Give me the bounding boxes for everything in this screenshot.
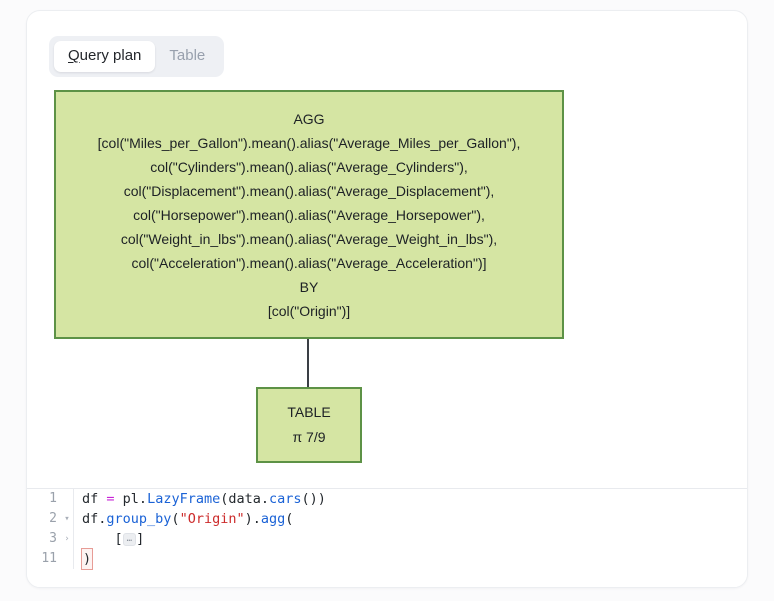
code-token-plain: . bbox=[138, 491, 148, 507]
code-token-function: cars bbox=[269, 491, 302, 507]
matching-bracket-highlight: ) bbox=[81, 548, 94, 570]
agg-expr-line-2: col("Cylinders").mean().alias("Average_C… bbox=[150, 158, 468, 175]
gutter-divider bbox=[73, 529, 74, 549]
code-token-plain: (data bbox=[220, 491, 261, 507]
code-token-operator: = bbox=[106, 491, 115, 507]
code-token-plain: . bbox=[260, 491, 269, 507]
code-text: ) bbox=[81, 548, 94, 570]
plan-node-table[interactable]: TABLE π 7/9 bbox=[256, 387, 362, 463]
agg-expr-line-3: col("Displacement").mean().alias("Averag… bbox=[123, 182, 495, 199]
query-plan-diagram: AGG [col("Miles_per_Gallon").mean().alia… bbox=[27, 11, 747, 488]
gutter-divider bbox=[73, 549, 74, 569]
view-tabs: Query plan Table bbox=[49, 36, 225, 77]
line-number: 3 bbox=[49, 531, 57, 546]
line-number: 11 bbox=[41, 551, 57, 566]
fold-toggle-icon[interactable]: › bbox=[64, 534, 70, 544]
agg-by-value: [col("Origin")] bbox=[267, 302, 351, 319]
code-text: df = pl.LazyFrame(data.cars()) bbox=[82, 489, 326, 509]
code-token-plain: ] bbox=[136, 531, 145, 547]
line-number: 2 bbox=[49, 511, 57, 526]
code-token-plain: [ bbox=[82, 531, 123, 547]
code-token-function: LazyFrame bbox=[147, 491, 221, 507]
gutter-divider bbox=[73, 489, 74, 509]
code-token-function: agg bbox=[260, 511, 286, 527]
tab-query-plan-label-rest: uery plan bbox=[79, 47, 142, 64]
table-node-projection: π 7/9 bbox=[292, 429, 326, 445]
code-line[interactable]: 11) bbox=[27, 548, 747, 570]
code-line[interactable]: 3 › […] bbox=[27, 529, 747, 549]
agg-expr-line-4: col("Horsepower").mean().alias("Average_… bbox=[133, 206, 485, 223]
collapsed-code-chip[interactable]: … bbox=[122, 533, 137, 546]
agg-by-label: BY bbox=[299, 278, 319, 295]
gutter-divider bbox=[73, 509, 74, 529]
code-token-plain: pl bbox=[114, 491, 139, 507]
tab-table[interactable]: Table bbox=[155, 41, 219, 72]
code-token-function: group_by bbox=[106, 511, 172, 527]
query-plan-card: Query plan Table AGG [col("Miles_per_Gal… bbox=[26, 10, 748, 588]
plan-edge-agg-to-table bbox=[307, 339, 309, 387]
agg-expr-line-1: [col("Miles_per_Gallon").mean().alias("A… bbox=[97, 134, 521, 151]
agg-node-title: AGG bbox=[293, 110, 325, 127]
code-token-plain: df. bbox=[82, 511, 107, 527]
code-text: df.group_by("Origin").agg( bbox=[82, 509, 293, 529]
line-number: 1 bbox=[49, 491, 57, 506]
tab-query-plan[interactable]: Query plan bbox=[54, 41, 156, 72]
code-token-plain: df bbox=[82, 491, 107, 507]
code-line[interactable]: 2▾df.group_by("Origin").agg( bbox=[27, 509, 747, 529]
code-token-plain: ()) bbox=[301, 491, 326, 507]
code-token-plain: ( bbox=[171, 511, 180, 527]
tab-query-plan-accesskey: Q bbox=[68, 47, 80, 64]
tab-table-label: Table bbox=[169, 47, 206, 64]
plan-node-agg[interactable]: AGG [col("Miles_per_Gallon").mean().alia… bbox=[54, 90, 564, 339]
agg-expr-line-5: col("Weight_in_lbs").mean().alias("Avera… bbox=[120, 230, 498, 247]
code-token-plain: ). bbox=[244, 511, 261, 527]
editor-separator bbox=[27, 488, 747, 489]
code-token-string: "Origin" bbox=[179, 511, 245, 527]
code-text: […] bbox=[82, 529, 145, 549]
fold-toggle-icon[interactable]: ▾ bbox=[64, 514, 70, 524]
table-node-title: TABLE bbox=[287, 404, 331, 420]
agg-expr-line-6: col("Acceleration").mean().alias("Averag… bbox=[131, 254, 487, 271]
code-token-plain: ( bbox=[285, 511, 294, 527]
